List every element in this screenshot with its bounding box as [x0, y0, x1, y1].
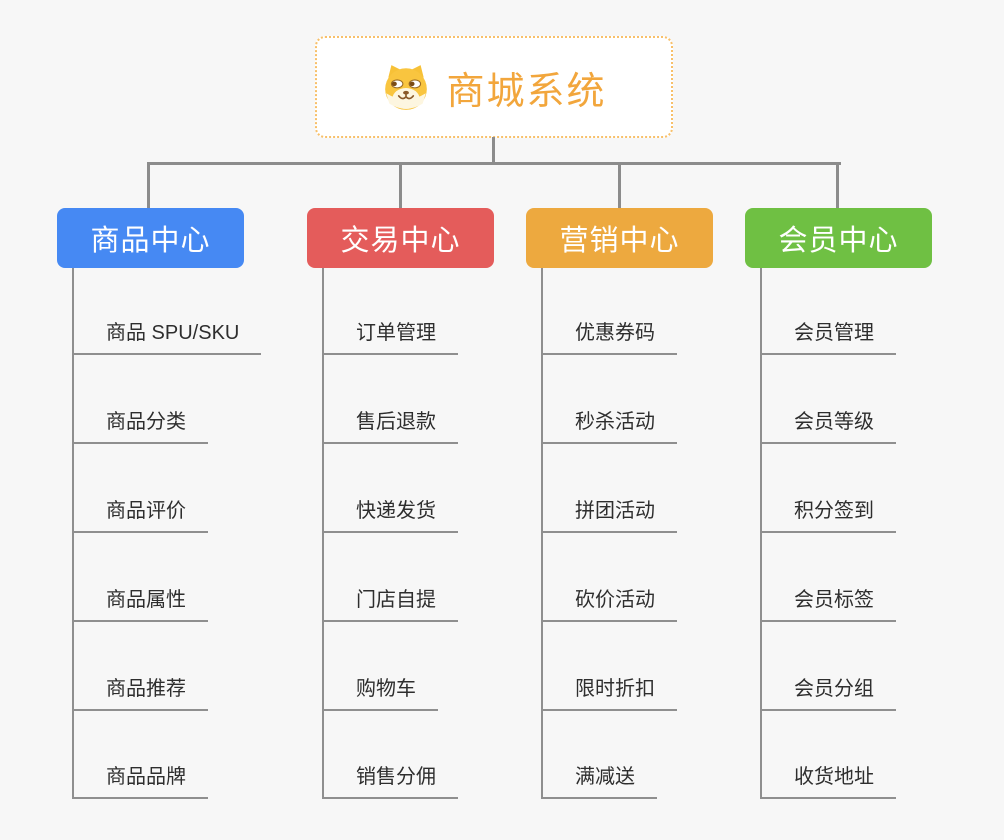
connector-drop-4	[836, 163, 839, 208]
child-topic[interactable]: 秒杀活动	[541, 409, 677, 444]
child-topic[interactable]: 订单管理	[322, 320, 458, 355]
child-topic[interactable]: 优惠券码	[541, 320, 677, 355]
child-topic[interactable]: 会员等级	[760, 409, 896, 444]
child-topic[interactable]: 门店自提	[322, 587, 458, 622]
connector-root-drop	[492, 137, 495, 164]
child-topic[interactable]: 商品评价	[72, 498, 208, 533]
branch-spine	[72, 268, 74, 799]
root-topic[interactable]: 商城系统	[315, 36, 673, 138]
connector-drop-3	[618, 163, 621, 208]
child-topic[interactable]: 商品 SPU/SKU	[72, 320, 262, 355]
child-topic[interactable]: 收货地址	[760, 764, 896, 799]
child-topic[interactable]: 满减送	[541, 764, 657, 799]
connector-rail	[147, 162, 841, 165]
child-topic[interactable]: 快递发货	[322, 498, 458, 533]
child-topic[interactable]: 商品推荐	[72, 676, 208, 711]
child-topic[interactable]: 售后退款	[322, 409, 458, 444]
child-topic[interactable]: 积分签到	[760, 498, 896, 533]
child-topic[interactable]: 砍价活动	[541, 587, 677, 622]
child-topic[interactable]: 会员管理	[760, 320, 896, 355]
branch-spine	[541, 268, 543, 799]
child-topic[interactable]: 销售分佣	[322, 764, 458, 799]
branch-spine	[760, 268, 762, 799]
branch-product-center: 商品中心 商品 SPU/SKU 商品分类 商品评价 商品属性 商品推荐 商品品牌	[57, 208, 262, 808]
branch-node[interactable]: 营销中心	[526, 208, 713, 268]
branch-spine	[322, 268, 324, 799]
branch-marketing-center: 营销中心 优惠券码 秒杀活动 拼团活动 砍价活动 限时折扣 满减送	[526, 208, 713, 808]
child-topic[interactable]: 商品属性	[72, 587, 208, 622]
branch-member-center: 会员中心 会员管理 会员等级 积分签到 会员标签 会员分组 收货地址	[745, 208, 932, 808]
child-topic[interactable]: 限时折扣	[541, 676, 677, 711]
branch-node[interactable]: 商品中心	[57, 208, 244, 268]
child-topic[interactable]: 购物车	[322, 676, 438, 711]
branch-node[interactable]: 交易中心	[307, 208, 494, 268]
child-topic[interactable]: 商品品牌	[72, 764, 208, 799]
connector-drop-2	[399, 163, 402, 208]
child-topic[interactable]: 会员分组	[760, 676, 896, 711]
branch-node[interactable]: 会员中心	[745, 208, 932, 268]
dog-face-icon	[385, 65, 428, 110]
child-topic[interactable]: 拼团活动	[541, 498, 677, 533]
child-topic[interactable]: 商品分类	[72, 409, 208, 444]
root-topic-label: 商城系统	[446, 70, 607, 113]
connector-drop-1	[147, 163, 150, 208]
child-topic[interactable]: 会员标签	[760, 587, 896, 622]
branch-trade-center: 交易中心 订单管理 售后退款 快递发货 门店自提 购物车 销售分佣	[307, 208, 494, 808]
